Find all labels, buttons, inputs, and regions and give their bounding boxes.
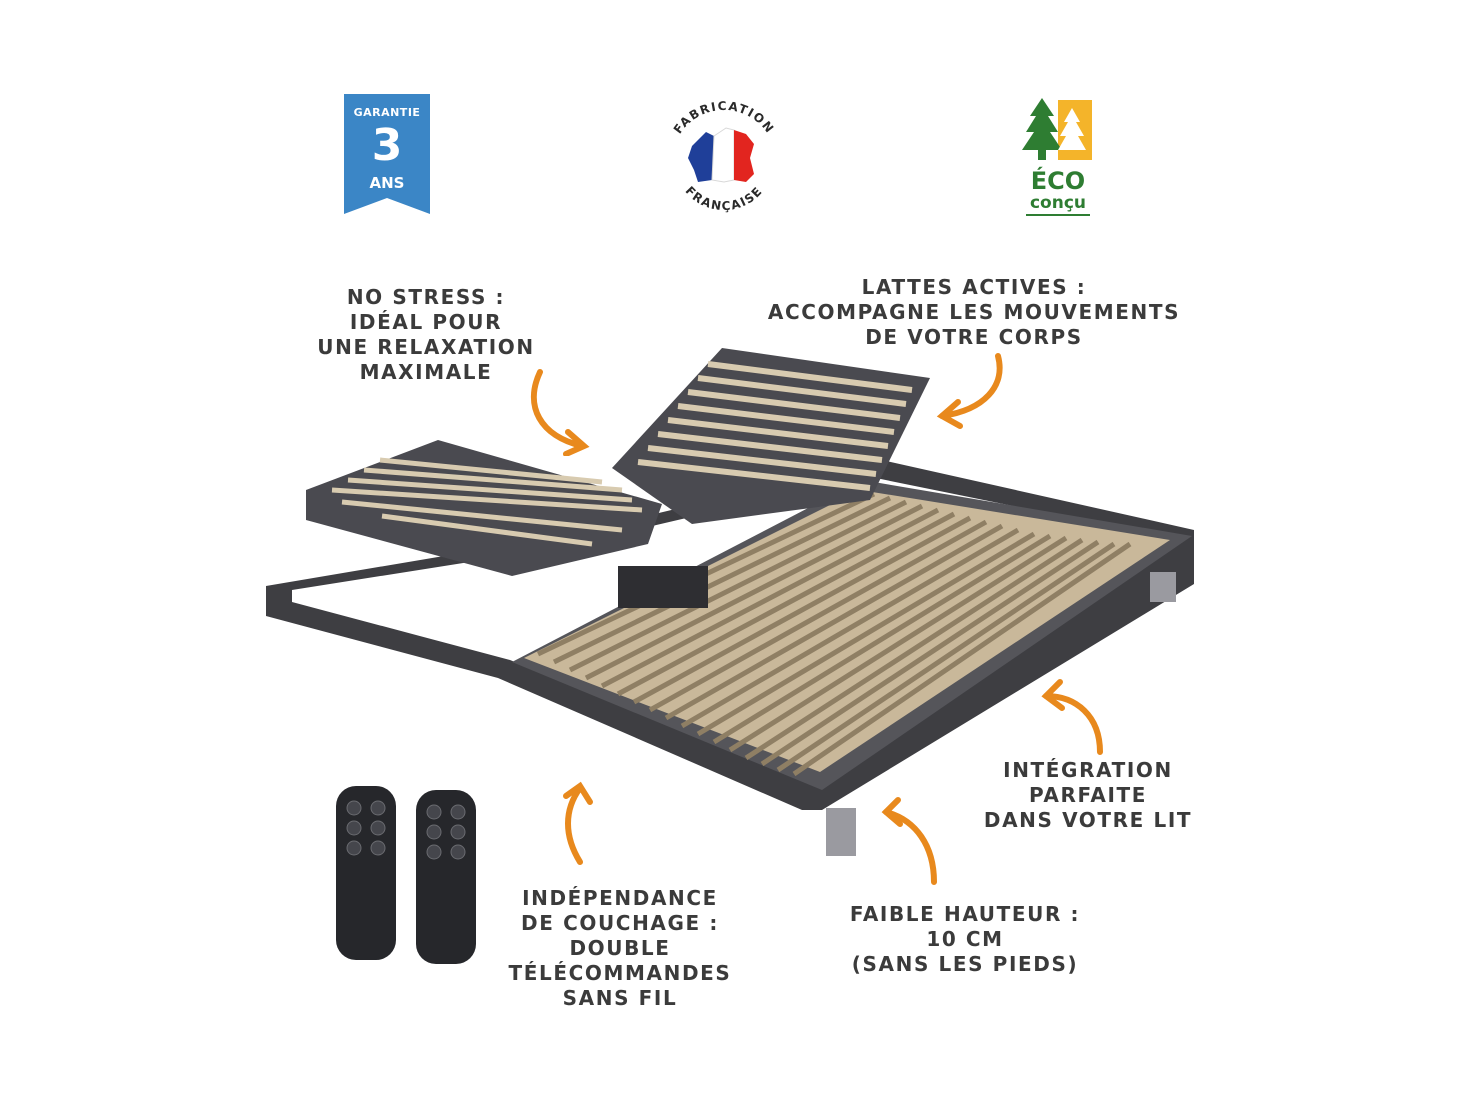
bed-base-image xyxy=(262,340,1202,880)
eco-concu-logo: ÉCO conçu xyxy=(1016,98,1100,222)
caption-line: UNE RELAXATION xyxy=(317,335,535,359)
caption-line: MAXIMALE xyxy=(359,360,493,384)
raised-head-section xyxy=(612,348,930,524)
concu-label: conçu xyxy=(1029,193,1087,213)
faible-hauteur-caption: FAIBLE HAUTEUR : 10 CM (SANS LES PIEDS) xyxy=(830,902,1100,977)
flat-slats xyxy=(512,480,1192,790)
garantie-years: ANS xyxy=(369,174,405,192)
caption-line: FAIBLE HAUTEUR : xyxy=(849,902,1081,926)
raised-leg-section xyxy=(306,440,662,576)
ribbon-icon xyxy=(344,94,430,214)
remote-control-icon xyxy=(416,790,476,964)
independance-caption: INDÉPENDANCE DE COUCHAGE : DOUBLE TÉLÉCO… xyxy=(486,886,754,1011)
motor-block xyxy=(618,566,708,608)
curved-arrow-icon xyxy=(881,797,937,885)
eco-underline xyxy=(1026,214,1090,216)
caption-line: TÉLÉCOMMANDES xyxy=(508,961,732,985)
no-stress-caption: NO STRESS : IDÉAL POUR UNE RELAXATION MA… xyxy=(296,285,556,385)
remote-control-icon xyxy=(336,786,396,960)
garantie-badge: GARANTIE 3 ANS xyxy=(344,94,430,214)
caption-line: IDÉAL POUR xyxy=(349,310,503,334)
caption-line: DANS VOTRE LIT xyxy=(983,808,1193,832)
curved-arrow-icon xyxy=(1041,679,1103,755)
caption-line: PARFAITE xyxy=(1028,783,1148,807)
curved-arrow-icon xyxy=(563,781,593,865)
garantie-label: GARANTIE xyxy=(353,106,421,119)
svg-text:FRANÇAISE: FRANÇAISE xyxy=(683,184,766,214)
caption-line: SANS FIL xyxy=(562,986,678,1010)
garantie-number: 3 xyxy=(371,120,403,171)
caption-line: NO STRESS : xyxy=(346,285,506,309)
francaise-arc-text: FRANÇAISE xyxy=(683,184,764,214)
bed-leg xyxy=(1150,572,1176,602)
caption-line: INDÉPENDANCE xyxy=(522,886,718,910)
caption-line: DE VOTRE CORPS xyxy=(865,325,1083,349)
tree-icon xyxy=(1022,98,1092,160)
caption-line: LATTES ACTIVES : xyxy=(861,275,1087,299)
caption-line: (SANS LES PIEDS) xyxy=(851,952,1079,976)
bed-leg xyxy=(826,808,856,856)
curved-arrow-icon xyxy=(936,353,1003,429)
caption-line: INTÉGRATION xyxy=(1003,758,1173,782)
lattes-actives-caption: LATTES ACTIVES : ACCOMPAGNE LES MOUVEMEN… xyxy=(744,275,1204,350)
caption-line: ACCOMPAGNE LES MOUVEMENTS xyxy=(767,300,1181,324)
curved-arrow-icon xyxy=(530,369,590,456)
france-map-icon xyxy=(688,127,754,183)
caption-line: DE COUCHAGE : xyxy=(521,911,719,935)
eco-label: ÉCO xyxy=(1030,167,1086,195)
caption-line: DOUBLE xyxy=(569,936,671,960)
fabrication-francaise-logo: FABRICATION FRANÇAISE xyxy=(654,84,794,234)
integration-caption: INTÉGRATION PARFAITE DANS VOTRE LIT xyxy=(966,758,1210,833)
caption-line: 10 CM xyxy=(926,927,1004,951)
